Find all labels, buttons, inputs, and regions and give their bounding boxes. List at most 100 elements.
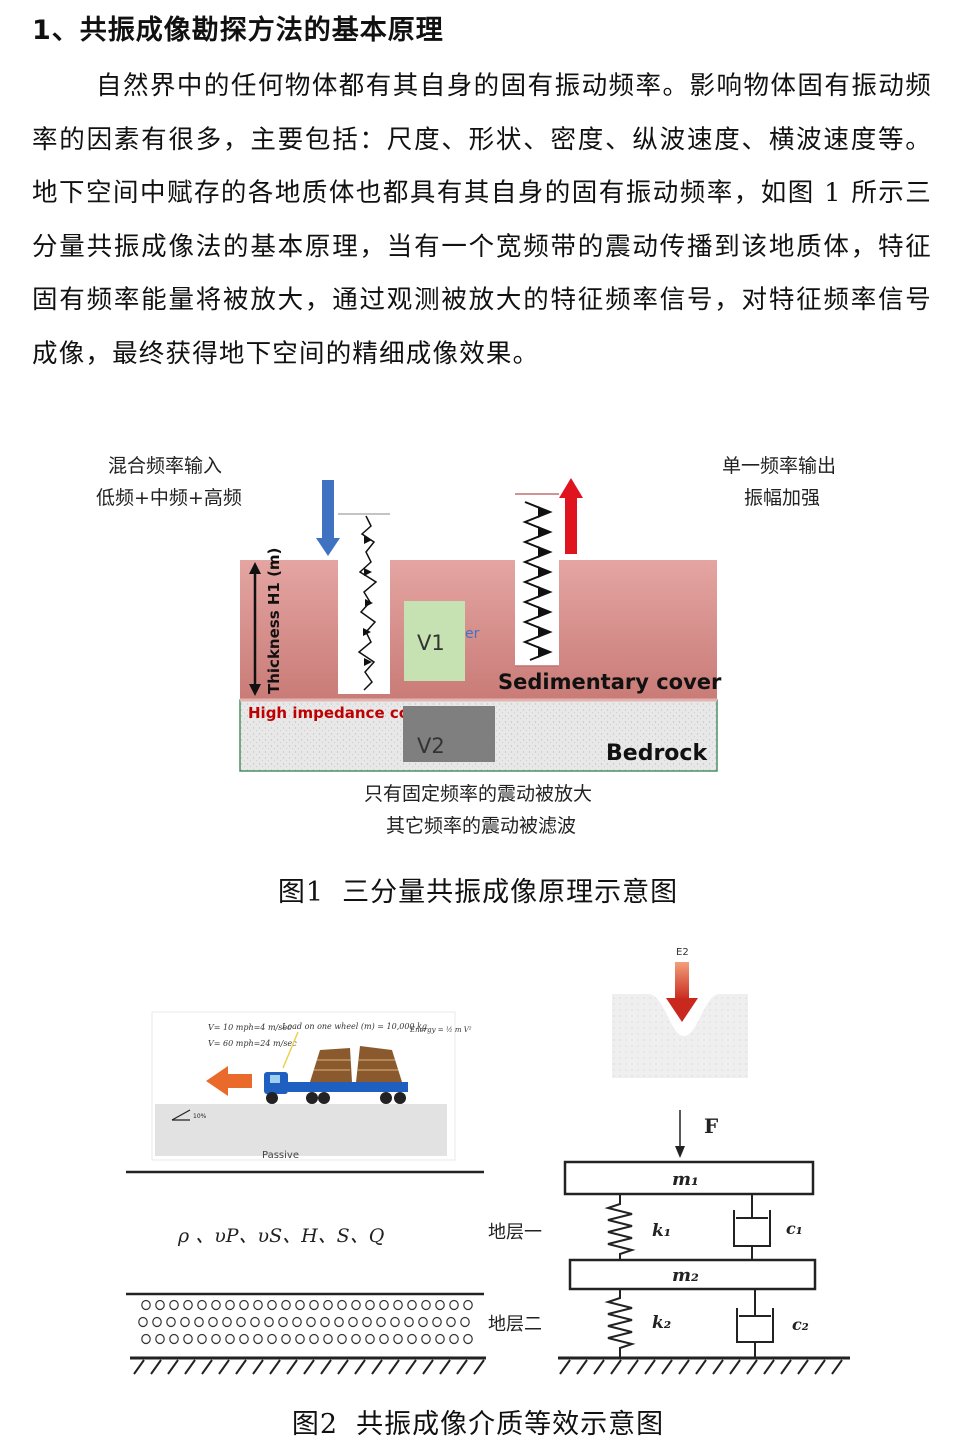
pore-circle [208, 1316, 218, 1328]
hatch-line [473, 1359, 485, 1375]
pore-circle [155, 1299, 165, 1311]
force-label: F [704, 1114, 718, 1138]
pore-circle [141, 1333, 151, 1345]
pore-circle [432, 1316, 442, 1328]
layered-medium [126, 1170, 484, 1296]
m1-label: m₁ [672, 1169, 699, 1190]
hatch-line [269, 1359, 281, 1375]
hatch-line [763, 1359, 775, 1375]
pore-circle [379, 1299, 389, 1311]
pore-circle [449, 1299, 459, 1311]
hatch-line [644, 1359, 656, 1375]
pore-circle [250, 1316, 260, 1328]
pore-circle [138, 1316, 148, 1328]
hatch-line [797, 1359, 809, 1375]
figure2-caption-text: 共振成像介质等效示意图 [356, 1409, 665, 1440]
load-text: Load on one wheel (m) = 10,000 kg [281, 1022, 427, 1031]
truck-panel [151, 1011, 456, 1161]
pore-circle [295, 1333, 305, 1345]
body-paragraph: 自然界中的任何物体都有其自身的固有振动频率。影响物体固有振动频率的因素有很多，主… [32, 71, 932, 369]
e2-panel [604, 930, 750, 1080]
truck-icon [264, 1046, 408, 1104]
pore-circle [292, 1316, 302, 1328]
pore-circle [421, 1333, 431, 1345]
travel-arrow [206, 1066, 252, 1096]
hatch-line [559, 1359, 571, 1375]
mass1-block [563, 1160, 815, 1196]
pore-circle [407, 1299, 417, 1311]
hatch-line [422, 1359, 434, 1375]
pore-circle [197, 1299, 207, 1311]
pore-circle [152, 1316, 162, 1328]
pore-circle [183, 1299, 193, 1311]
mass2-block [568, 1258, 817, 1291]
pore-circle [306, 1316, 316, 1328]
pore-circle [418, 1316, 428, 1328]
pore-circle [169, 1333, 179, 1345]
hatch-line [695, 1359, 707, 1375]
spring-k1 [604, 1194, 636, 1260]
output-up-arrow [559, 478, 583, 498]
pore-circle [365, 1333, 375, 1345]
pore-circle [376, 1316, 386, 1328]
right-borehole [515, 494, 559, 666]
pore-circle [222, 1316, 232, 1328]
left-wave-marks [363, 536, 373, 666]
hatch-line [218, 1359, 230, 1375]
sedimentary-cover-label: Sedimentary cover [498, 670, 722, 694]
hatch-line [201, 1359, 213, 1375]
hatch-line [746, 1359, 758, 1375]
speed-line2: V= 60 mph=24 m/sec [208, 1039, 297, 1048]
energy-text: Energy = ½ m V² [409, 1026, 472, 1034]
hatch-line [303, 1359, 315, 1375]
layer1-label: 地层一 [488, 1222, 542, 1243]
slope-text: 10% [193, 1113, 207, 1120]
pore-circle [236, 1316, 246, 1328]
note-line1: 只有固定频率的震动被放大 [364, 783, 592, 805]
section-heading: 1、共振成像勘探方法的基本原理 [32, 15, 444, 46]
pore-circle [253, 1333, 263, 1345]
figure2-caption: 图2 共振成像介质等效示意图 [0, 1402, 956, 1441]
hatch-line [354, 1359, 366, 1375]
hatch-line [371, 1359, 383, 1375]
hatch-line [678, 1359, 690, 1375]
speed-line1: V= 10 mph=4 m/sec [208, 1023, 292, 1032]
pore-circle [351, 1299, 361, 1311]
ground-hatch-left [133, 1359, 485, 1375]
hatch-line [150, 1359, 162, 1375]
input-label-line1: 混合频率输入 [108, 455, 222, 477]
spring-k2 [604, 1289, 636, 1358]
pore-circle [225, 1299, 235, 1311]
pore-circle [197, 1333, 207, 1345]
hatch-line [167, 1359, 179, 1375]
partial-label: er [465, 626, 480, 642]
v2-body [403, 706, 495, 762]
pore-circle [407, 1333, 417, 1345]
hatch-line [252, 1359, 264, 1375]
pore-circle [323, 1333, 333, 1345]
figure2-caption-number: 图2 [291, 1409, 339, 1440]
right-wave-marks [538, 506, 548, 658]
hatch-line [661, 1359, 673, 1375]
k1-label: k₁ [652, 1221, 671, 1241]
pore-circle [211, 1299, 221, 1311]
pore-circle [334, 1316, 344, 1328]
ground-hatch-right [559, 1359, 843, 1375]
pore-circle [239, 1333, 249, 1345]
pore-circle [180, 1316, 190, 1328]
hatch-line [576, 1359, 588, 1375]
pore-circle [390, 1316, 400, 1328]
pore-circle [463, 1299, 473, 1311]
note-line2: 其它频率的震动被滤波 [386, 815, 576, 837]
pore-circle [365, 1299, 375, 1311]
output-label-line1: 单一频率输出 [722, 455, 836, 477]
pore-circle [253, 1299, 263, 1311]
hatch-line [831, 1359, 843, 1375]
pore-circle [166, 1316, 176, 1328]
layer2-label: 地层二 [488, 1314, 542, 1335]
figure1-diagram: 混合频率输入 低频+中频+高频 单一频率输出 振幅加强 Thickness H1… [96, 455, 836, 837]
hatch-line [286, 1359, 298, 1375]
hatch-line [388, 1359, 400, 1375]
pore-circle [393, 1299, 403, 1311]
